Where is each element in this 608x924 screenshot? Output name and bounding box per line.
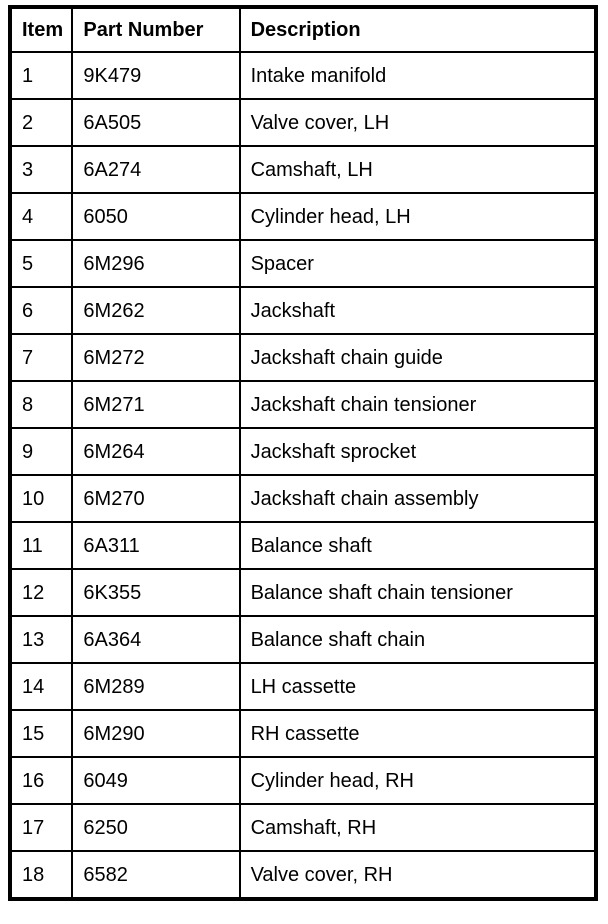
description-cell: Balance shaft chain tensioner	[238, 568, 598, 617]
table-row: 13 6A364 Balance shaft chain	[8, 615, 598, 664]
description-cell: Valve cover, LH	[238, 98, 598, 147]
item-cell: 15	[8, 709, 74, 758]
table-row: 10 6M270 Jackshaft chain assembly	[8, 474, 598, 523]
part-number-cell: 6A505	[71, 98, 241, 147]
description-cell: Spacer	[238, 239, 598, 288]
part-number-cell: 6250	[71, 803, 241, 852]
description-cell: Jackshaft sprocket	[238, 427, 598, 476]
table-row: 7 6M272 Jackshaft chain guide	[8, 333, 598, 382]
item-cell: 18	[8, 850, 74, 900]
item-cell: 10	[8, 474, 74, 523]
part-number-cell: 6K355	[71, 568, 241, 617]
item-cell: 17	[8, 803, 74, 852]
part-number-cell: 6M296	[71, 239, 241, 288]
header-part-number: Part Number	[71, 6, 241, 53]
description-cell: Cylinder head, RH	[238, 756, 598, 805]
description-cell: Jackshaft	[238, 286, 598, 335]
part-number-cell: 6M272	[71, 333, 241, 382]
part-number-cell: 6M289	[71, 662, 241, 711]
item-cell: 2	[8, 98, 74, 147]
header-item: Item	[8, 6, 74, 53]
item-cell: 1	[8, 51, 74, 100]
item-cell: 7	[8, 333, 74, 382]
part-number-cell: 6050	[71, 192, 241, 241]
item-cell: 11	[8, 521, 74, 570]
item-cell: 9	[8, 427, 74, 476]
parts-table: Item Part Number Description 1 9K479 Int…	[8, 5, 598, 901]
table-row: 8 6M271 Jackshaft chain tensioner	[8, 380, 598, 429]
part-number-cell: 6M290	[71, 709, 241, 758]
description-cell: Balance shaft chain	[238, 615, 598, 664]
description-cell: LH cassette	[238, 662, 598, 711]
item-cell: 14	[8, 662, 74, 711]
table-row: 9 6M264 Jackshaft sprocket	[8, 427, 598, 476]
item-cell: 5	[8, 239, 74, 288]
description-cell: Camshaft, RH	[238, 803, 598, 852]
part-number-cell: 6A274	[71, 145, 241, 194]
item-cell: 12	[8, 568, 74, 617]
part-number-cell: 6A311	[71, 521, 241, 570]
table-row: 11 6A311 Balance shaft	[8, 521, 598, 570]
item-cell: 13	[8, 615, 74, 664]
part-number-cell: 9K479	[71, 51, 241, 100]
table-row: 12 6K355 Balance shaft chain tensioner	[8, 568, 598, 617]
description-cell: Camshaft, LH	[238, 145, 598, 194]
table-row: 1 9K479 Intake manifold	[8, 51, 598, 100]
description-cell: RH cassette	[238, 709, 598, 758]
description-cell: Jackshaft chain assembly	[238, 474, 598, 523]
part-number-cell: 6M262	[71, 286, 241, 335]
item-cell: 4	[8, 192, 74, 241]
part-number-cell: 6582	[71, 850, 241, 900]
item-cell: 3	[8, 145, 74, 194]
item-cell: 6	[8, 286, 74, 335]
table-row: 18 6582 Valve cover, RH	[8, 850, 598, 900]
table-body: 1 9K479 Intake manifold 2 6A505 Valve co…	[8, 51, 598, 900]
header-description: Description	[238, 6, 598, 53]
part-number-cell: 6M271	[71, 380, 241, 429]
description-cell: Jackshaft chain guide	[238, 333, 598, 382]
description-cell: Balance shaft	[238, 521, 598, 570]
table-row: 4 6050 Cylinder head, LH	[8, 192, 598, 241]
description-cell: Valve cover, RH	[238, 850, 598, 900]
table-row: 17 6250 Camshaft, RH	[8, 803, 598, 852]
part-number-cell: 6M264	[71, 427, 241, 476]
item-cell: 16	[8, 756, 74, 805]
table-row: 3 6A274 Camshaft, LH	[8, 145, 598, 194]
table-row: 2 6A505 Valve cover, LH	[8, 98, 598, 147]
part-number-cell: 6A364	[71, 615, 241, 664]
part-number-cell: 6049	[71, 756, 241, 805]
description-cell: Jackshaft chain tensioner	[238, 380, 598, 429]
header-row: Item Part Number Description	[8, 6, 598, 53]
item-cell: 8	[8, 380, 74, 429]
table-row: 16 6049 Cylinder head, RH	[8, 756, 598, 805]
table-row: 6 6M262 Jackshaft	[8, 286, 598, 335]
description-cell: Intake manifold	[238, 51, 598, 100]
table-row: 14 6M289 LH cassette	[8, 662, 598, 711]
description-cell: Cylinder head, LH	[238, 192, 598, 241]
table-row: 5 6M296 Spacer	[8, 239, 598, 288]
part-number-cell: 6M270	[71, 474, 241, 523]
table-row: 15 6M290 RH cassette	[8, 709, 598, 758]
